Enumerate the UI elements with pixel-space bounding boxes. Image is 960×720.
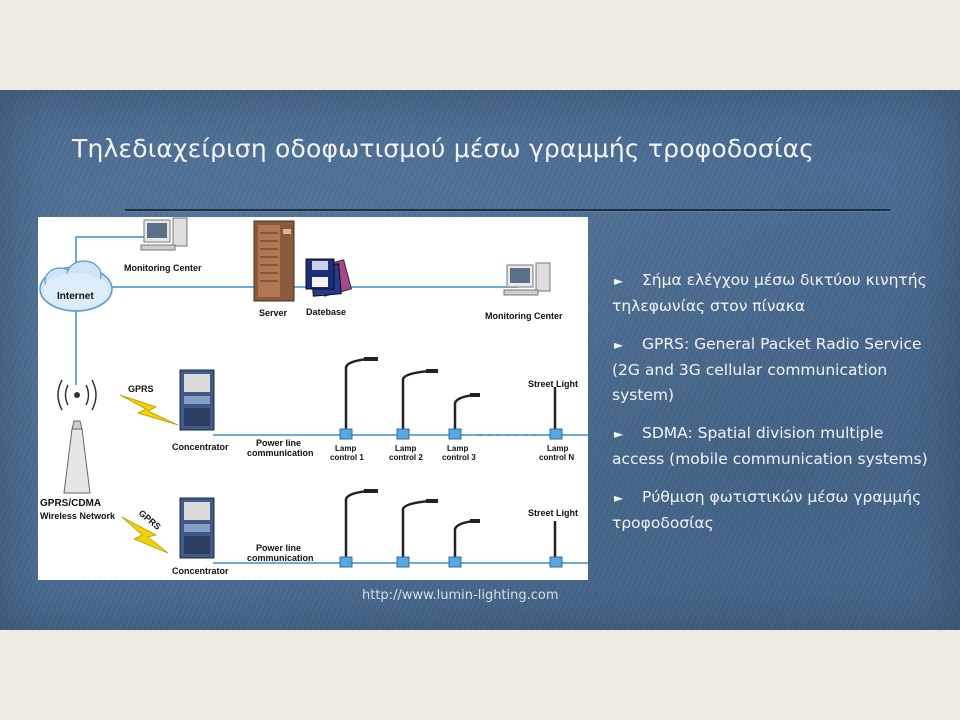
concentrator-icon xyxy=(179,497,215,559)
bullet-text: GPRS: General Packet Radio Service (2G a… xyxy=(612,335,922,404)
lamp1-label-2: control 1 xyxy=(330,453,364,462)
tower-label-line1: GPRS/CDMA xyxy=(40,498,101,509)
network-diagram: Internet Monitoring Center xyxy=(38,217,588,580)
lampN-label-1: Lamp xyxy=(547,444,568,453)
power-line-bottom-label-2: communication xyxy=(247,553,314,563)
bullet-arrow-icon: ► xyxy=(614,491,624,505)
concentrator-top-label: Concentrator xyxy=(172,442,229,452)
lamp-control-box-icon xyxy=(339,428,563,440)
street-light-top-label: Street Light xyxy=(528,379,578,389)
bullet-item: ►Ρύθμιση φωτιστικών μέσω γραμμής τροφοδο… xyxy=(612,485,932,536)
computer-icon xyxy=(503,262,551,296)
street-light-bottom-label: Street Light xyxy=(528,508,578,518)
monitoring-center-left-label: Monitoring Center xyxy=(124,263,202,273)
bullet-text: SDMA: Spatial division multiple access (… xyxy=(612,424,928,468)
power-line-top-label-1: Power line xyxy=(256,438,301,448)
lightning-icon xyxy=(119,394,179,554)
bullet-item: ►SDMA: Spatial division multiple access … xyxy=(612,421,932,472)
tower-label-line2: Wireless Network xyxy=(40,511,116,521)
power-line-top-label-2: communication xyxy=(247,448,314,458)
street-lamp-icon xyxy=(344,357,557,429)
source-url: http://www.lumin-lighting.com xyxy=(362,588,559,603)
server-label: Server xyxy=(259,308,288,318)
computer-icon xyxy=(140,217,188,251)
concentrator-bottom-label: Concentrator xyxy=(172,566,229,576)
bullet-list: ►Σήμα ελέγχου μέσω δικτύου κινητής τηλεφ… xyxy=(612,268,932,549)
gprs-top-label: GPRS xyxy=(128,384,154,394)
lamp1-label-1: Lamp xyxy=(335,444,356,453)
title-divider xyxy=(125,209,890,211)
slide: Τηλεδιαχείριση οδοφωτισμού μέσω γραμμής … xyxy=(0,90,960,630)
bullet-text: Ρύθμιση φωτιστικών μέσω γραμμής τροφοδοσ… xyxy=(612,488,922,532)
network-diagram-svg: Internet Monitoring Center xyxy=(39,217,588,576)
bullet-item: ►Σήμα ελέγχου μέσω δικτύου κινητής τηλεφ… xyxy=(612,268,932,319)
power-line-bottom-label-1: Power line xyxy=(256,543,301,553)
lamp2-label-2: control 2 xyxy=(389,453,423,462)
lamp3-label-1: Lamp xyxy=(447,444,468,453)
lamp2-label-1: Lamp xyxy=(395,444,416,453)
slide-title: Τηλεδιαχείριση οδοφωτισμού μέσω γραμμής … xyxy=(72,134,815,163)
monitoring-center-right-label: Monitoring Center xyxy=(485,311,563,321)
bullet-arrow-icon: ► xyxy=(614,274,624,288)
bullet-item: ►GPRS: General Packet Radio Service (2G … xyxy=(612,332,932,408)
server-icon xyxy=(253,220,295,302)
lampN-label-2: control N xyxy=(539,453,574,462)
lamp-control-box-icon xyxy=(339,556,563,568)
lamp3-label-2: control 3 xyxy=(442,453,476,462)
cloud-icon: Internet xyxy=(39,260,113,312)
internet-label: Internet xyxy=(57,291,94,302)
bullet-arrow-icon: ► xyxy=(614,338,624,352)
bullet-text: Σήμα ελέγχου μέσω δικτύου κινητής τηλεφω… xyxy=(612,271,927,315)
street-lamp-icon xyxy=(344,489,557,557)
antenna-tower-icon xyxy=(57,379,97,494)
floppy-disk-icon xyxy=(305,258,353,297)
concentrator-icon xyxy=(179,369,215,431)
database-label: Datebase xyxy=(306,307,346,317)
bullet-arrow-icon: ► xyxy=(614,427,624,441)
